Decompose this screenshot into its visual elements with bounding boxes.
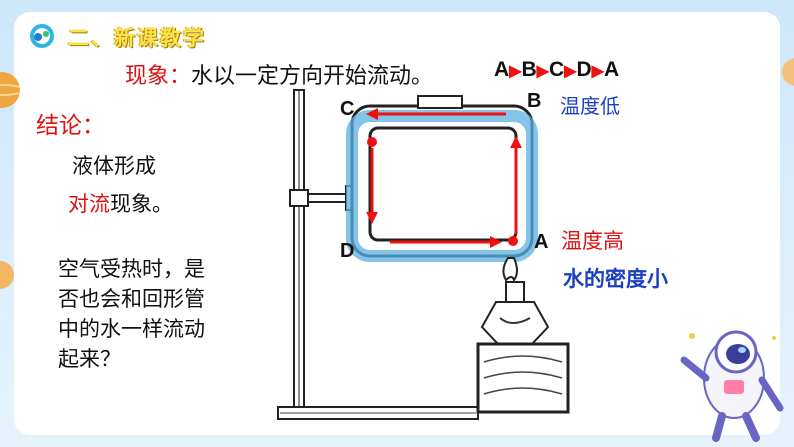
loop-tube	[346, 95, 538, 262]
conclusion-line-2-rest: 现象。	[110, 192, 173, 216]
phenomenon-line: 现象：水以一定方向开始流动。	[125, 58, 433, 90]
question-line: 空气受热时，是	[58, 257, 205, 281]
iron-stand	[277, 89, 479, 420]
phenomenon-text: 水以一定方向开始流动。	[191, 64, 434, 89]
flow-sequence: A▶B▶C▶D▶A	[494, 58, 619, 82]
phenomenon-label: 现象：	[125, 64, 192, 89]
app-logo-icon	[30, 24, 54, 48]
question-line: 起来？	[58, 347, 121, 371]
question-line: 中的水一样流动	[58, 317, 205, 341]
question-text: 空气受热时，是 否也会和回形管 中的水一样流动 起来？	[58, 254, 205, 374]
convection-apparatus-diagram	[277, 89, 570, 420]
astronaut-icon	[680, 330, 784, 442]
seq-point: B	[521, 58, 537, 81]
seq-point: A	[494, 58, 510, 81]
temperature-low-label: 温度低	[560, 94, 620, 118]
point-label-a: A	[534, 231, 549, 253]
planet-decoration-left	[0, 72, 20, 108]
arrow-right-icon: ▶	[564, 63, 577, 80]
seq-point: C	[548, 58, 565, 81]
conclusion-line-1: 液体形成	[72, 154, 156, 178]
arrow-right-icon: ▶	[536, 63, 549, 80]
density-low-label: 水的密度小	[563, 267, 668, 291]
convection-term: 对流	[68, 192, 110, 216]
section-title: 二、新课教学	[68, 25, 206, 50]
conclusion-line-2: 对流现象。	[68, 188, 173, 218]
arrow-right-icon: ▶	[591, 63, 604, 80]
alcohol-lamp	[480, 281, 550, 345]
planet-decoration-left-2	[0, 261, 14, 289]
arrow-right-icon: ▶	[509, 63, 522, 80]
flame	[502, 257, 518, 283]
seq-point: D	[576, 58, 592, 81]
question-line: 否也会和回形管	[58, 287, 205, 311]
point-label-b: B	[527, 90, 542, 112]
flow-arrows	[366, 108, 522, 248]
conclusion-label: 结论：	[36, 113, 105, 139]
seq-point: A	[603, 58, 620, 81]
point-label-c: C	[340, 98, 355, 120]
point-label-d: D	[340, 240, 355, 262]
planet-decoration-right	[782, 58, 794, 86]
temperature-high-label: 温度高	[561, 229, 624, 253]
wooden-block	[476, 342, 570, 414]
